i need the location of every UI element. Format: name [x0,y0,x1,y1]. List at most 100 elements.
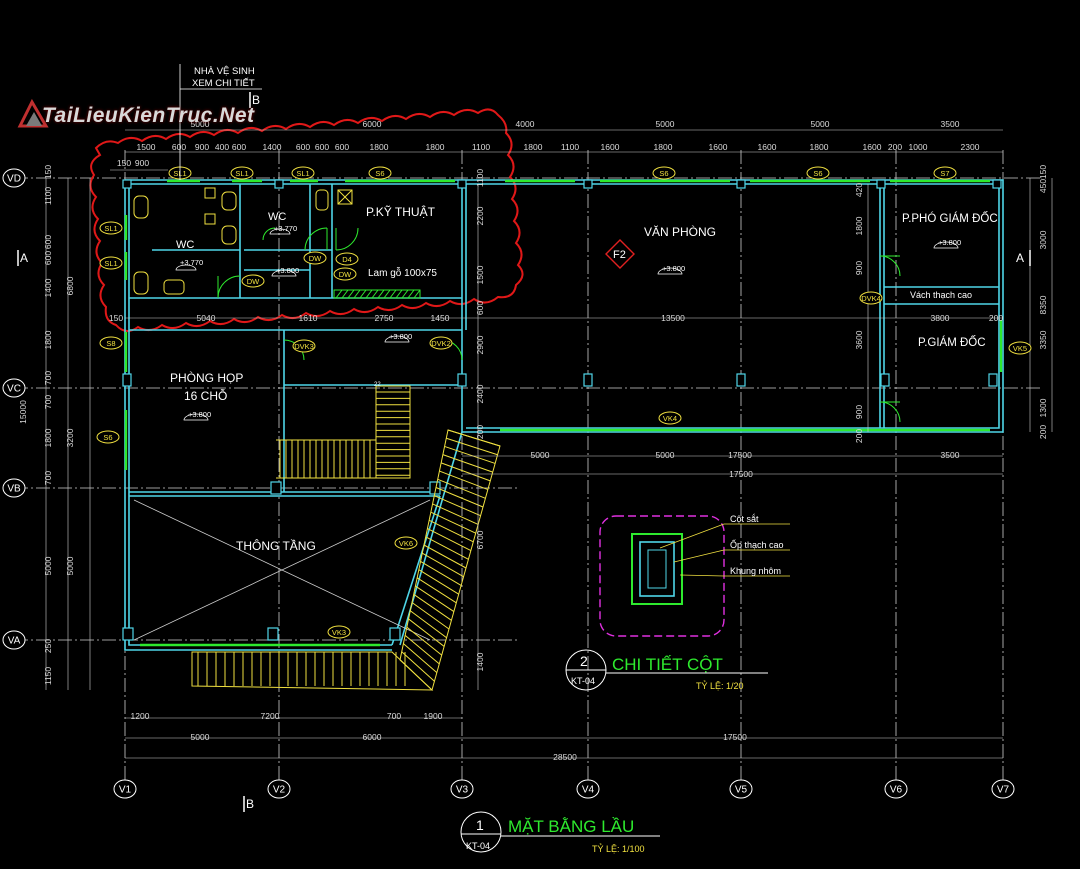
svg-text:DVK2: DVK2 [431,339,451,348]
tag-sl1: SL1 [99,256,123,270]
svg-text:V2: V2 [273,785,286,796]
svg-text:VK6: VK6 [399,539,413,548]
svg-text:150: 150 [117,158,131,168]
svg-text:700: 700 [43,395,53,409]
svg-text:420: 420 [854,183,864,197]
svg-text:15000: 15000 [18,400,28,424]
svg-text:3600: 3600 [854,330,864,349]
void-cross [133,499,431,641]
svg-text:900: 900 [854,261,864,275]
svg-text:150: 150 [109,313,123,323]
svg-text:KT-04: KT-04 [571,676,595,686]
svg-text:5000: 5000 [191,119,210,129]
windows [124,179,1003,647]
svg-text:600: 600 [296,142,310,152]
svg-text:1800: 1800 [810,142,829,152]
svg-text:B: B [246,797,254,811]
svg-text:1600: 1600 [758,142,777,152]
room-labels: WC WC P.KỸ THUẬT VĂN PHÒNG P.PHÓ GIÁM ĐỐ… [170,204,998,553]
svg-text:V1: V1 [119,785,132,796]
svg-text:1100: 1100 [561,142,580,152]
svg-text:DW: DW [309,254,322,263]
tag-vk6: VK6 [394,536,418,550]
tag-d4: D4 [335,252,359,266]
svg-text:250: 250 [43,639,53,653]
svg-text:DVK4: DVK4 [861,294,881,303]
svg-text:D4: D4 [342,255,352,264]
svg-text:S7: S7 [940,169,949,178]
svg-text:+3.800: +3.800 [389,332,412,341]
grid-bubble-vd: VD [2,168,26,188]
dimension-lines [45,129,1053,759]
svg-text:900: 900 [135,158,149,168]
tag-s6: S6 [652,166,676,180]
svg-text:1000: 1000 [909,142,928,152]
svg-text:1150: 1150 [43,667,53,686]
svg-text:1600: 1600 [709,142,728,152]
svg-text:XEM CHI TIẾT: XEM CHI TIẾT [192,78,255,89]
svg-text:17500: 17500 [723,732,747,742]
svg-text:22: 22 [374,382,381,388]
svg-text:1400: 1400 [43,278,53,297]
tag-vk5: VK5 [1008,341,1032,355]
main-title-scale: TỶ LỆ: 1/100 [592,843,645,854]
svg-text:A: A [1016,251,1024,265]
svg-text:+3.770: +3.770 [180,258,203,267]
svg-text:3000: 3000 [1038,230,1048,249]
tag-s8: S8 [99,336,123,350]
svg-text:7200: 7200 [261,711,280,721]
svg-text:150: 150 [43,165,53,179]
floor-tag-f2: F2 [605,239,635,269]
drawing-title: 1 KT-04 MẶT BẰNG LẦU TỶ LỆ: 1/100 [460,811,660,854]
svg-text:8350: 8350 [1038,295,1048,314]
svg-text:2: 2 [580,653,588,669]
svg-text:VK5: VK5 [1013,344,1027,353]
svg-text:V5: V5 [735,785,748,796]
svg-text:V3: V3 [456,785,469,796]
svg-text:600: 600 [43,251,53,265]
grid-bubble-vb: VB [2,478,26,498]
svg-text:2300: 2300 [961,142,980,152]
svg-text:1800: 1800 [426,142,445,152]
svg-text:3500: 3500 [941,450,960,460]
svg-text:VD: VD [7,174,21,185]
svg-text:1100: 1100 [472,142,491,152]
svg-text:F2: F2 [613,249,626,261]
svg-text:1800: 1800 [43,330,53,349]
svg-text:DW: DW [339,270,352,279]
grid-bubble-v1: V1 [113,779,137,799]
svg-text:SL1: SL1 [235,169,248,178]
svg-text:1300: 1300 [1038,398,1048,417]
svg-text:5000: 5000 [43,556,53,575]
tag-dvk4: DVK4 [859,291,883,305]
tag-dvk3: DVK3 [292,339,316,353]
svg-text:1800: 1800 [43,428,53,447]
grid-bubble-va: VA [2,630,26,650]
grid-bubble-v4: V4 [576,779,600,799]
label-cot-sat: Cột sắt [730,514,759,524]
svg-text:S8: S8 [106,339,115,348]
tag-dvk2: DVK2 [429,336,453,350]
room-wc-2: WC [268,211,286,223]
svg-text:1: 1 [476,817,484,833]
svg-text:+3.770: +3.770 [274,224,297,233]
walls [124,179,1004,651]
svg-text:1900: 1900 [424,711,443,721]
svg-text:200: 200 [854,429,864,443]
svg-text:+3.800: +3.800 [188,410,211,419]
svg-text:V4: V4 [582,785,595,796]
svg-text:5040: 5040 [197,313,216,323]
wc-callout: NHÀ VỆ SINH XEM CHI TIẾT [179,64,262,180]
svg-text:V7: V7 [997,785,1010,796]
svg-text:3350: 3350 [1038,330,1048,349]
tag-sl1: SL1 [99,221,123,235]
room-phong-hop-2: 16 CHỖ [184,388,227,403]
svg-text:400: 400 [215,142,229,152]
svg-text:VK3: VK3 [332,628,346,637]
tag-dw: DW [241,274,265,288]
svg-text:700: 700 [43,371,53,385]
svg-text:1500: 1500 [475,265,485,284]
svg-text:1800: 1800 [654,142,673,152]
